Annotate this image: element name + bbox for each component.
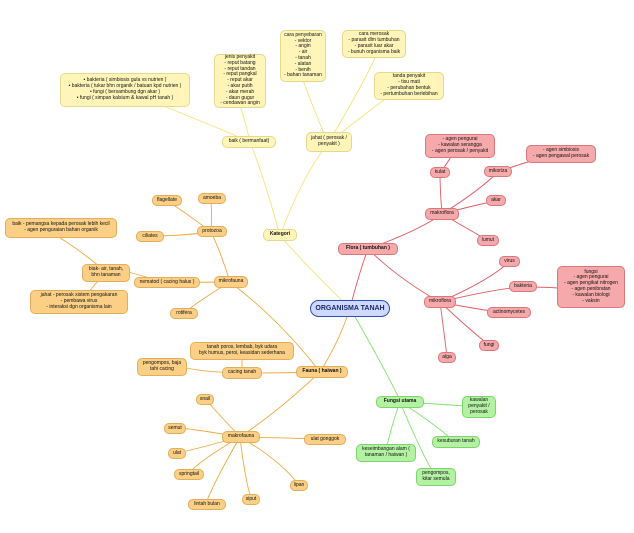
node-mikro-jahat[interactable]: jahat - perosak sistem pengakaran - pemb… [30,290,128,314]
link-makro-lipan [239,436,299,485]
node-protozoa[interactable]: protozoa [197,226,227,237]
node-kategori[interactable]: Kategori [263,229,297,241]
link-kategori-baik [249,141,281,237]
node-tanda-penyakit[interactable]: tanda penyakit - tisu mati - perubahan b… [374,72,444,100]
node-cacing-peran[interactable]: pengompos, baja tahi cacing [137,358,187,376]
link-flora-mikroflora [367,248,441,303]
link-mikro-alga [439,301,448,358]
link-makro-siput [239,436,252,499]
node-kesuburan[interactable]: kesuburan tanah [432,436,480,448]
node-virus[interactable]: virus [499,256,520,267]
node-siput[interactable]: siput [242,494,260,505]
node-nematod[interactable]: nematod ( cacing halus ) [134,277,200,288]
node-lipan[interactable]: lipan [290,480,308,491]
node-lumut[interactable]: lumut [477,235,499,246]
node-gonggok[interactable]: ulat gonggok [304,434,346,445]
link-jahat-merosak [327,57,376,144]
node-biak[interactable]: biak- air, tanah, bhn tanaman [82,264,130,282]
node-amoeba[interactable]: amoeba [198,193,226,204]
node-mikro-baik[interactable]: baik - pemangsa kepada perosak lebih kec… [5,218,117,238]
link-fauna-makrofauna [239,371,321,438]
node-mikoriza-desc[interactable]: - agen simbiosis - agen pengawal perosak [526,145,596,163]
node-alga[interactable]: alga [438,352,456,363]
link-root-fungsi [349,307,401,401]
node-springtail[interactable]: springtail [174,469,204,480]
node-snail[interactable]: snail [196,394,214,405]
node-jahat[interactable]: jahat ( perosak / penyakit ) [306,132,352,152]
node-ciliates[interactable]: ciliates [136,231,164,242]
node-baik-bakteria[interactable]: • bakteria ( simbiosis gula vs nutrien )… [60,73,190,107]
node-mikro-bakteria[interactable]: bakteria [509,281,537,292]
node-ulat[interactable]: ulat [168,448,186,459]
node-cacing-habitat[interactable]: tanah poros, lembab, byk udara byk humus… [190,342,294,360]
node-kulat[interactable]: kulat [430,167,450,178]
node-mikoriza[interactable]: mikoriza [484,166,512,177]
link-root-fauna [319,307,351,373]
node-keseimbangan[interactable]: keseimbangan alam ( tanaman / haiwan ) [356,444,416,462]
node-jenis-penyakit[interactable]: jenis penyakit - reput batang - reput ta… [214,54,266,108]
node-fungsi[interactable]: Fungsi utama [376,396,424,408]
node-mikrofauna[interactable]: mikrofauna [214,276,248,288]
node-bakteria-desc[interactable]: fungsi - agen pengurai - agen pengikat n… [557,266,625,308]
node-makrofauna[interactable]: makrofauna [222,431,260,443]
node-flagellate[interactable]: flagellate [152,195,182,206]
node-baik[interactable]: baik ( bermanfaat) [222,136,276,148]
link-mikro-protozoa [210,231,231,283]
node-lintah[interactable]: lintah bulan [188,499,226,510]
node-pengompos[interactable]: pengompos, kitar semula [416,468,456,486]
node-cara-penyebaran[interactable]: cara penyebaran - vektor - angin - air -… [280,30,326,82]
node-kulat-desc[interactable]: - agen pengurai - kawalan serangga - age… [425,134,495,158]
link-fauna-mikrofauna [229,281,321,373]
node-cacing[interactable]: cacing tanah [222,367,262,379]
link-mikro-fungi [439,301,490,346]
link-makro-lintah [205,436,241,504]
node-semut[interactable]: semut [164,423,186,434]
node-fauna[interactable]: Fauna ( haiwan ) [296,366,348,378]
node-cara-merosak[interactable]: cara merosak - parasit dlm tumbuhan - pa… [342,30,406,58]
node-fungi[interactable]: fungi [479,340,499,351]
node-rotifera[interactable]: rotifera [170,308,198,319]
node-flora[interactable]: Flora ( tumbuhan ) [338,243,398,255]
root-node[interactable]: ORGANISMA TANAH [310,300,390,317]
link-kategori-jahat [279,142,329,237]
node-makroflora[interactable]: makroflora [425,208,459,220]
node-akar[interactable]: akar [486,195,506,206]
node-mikroflora[interactable]: mikroflora [424,296,456,308]
node-kawalan[interactable]: kawalan penyakit / perosak [462,396,496,418]
node-actinomycetes[interactable]: actinomycetes [487,307,531,318]
